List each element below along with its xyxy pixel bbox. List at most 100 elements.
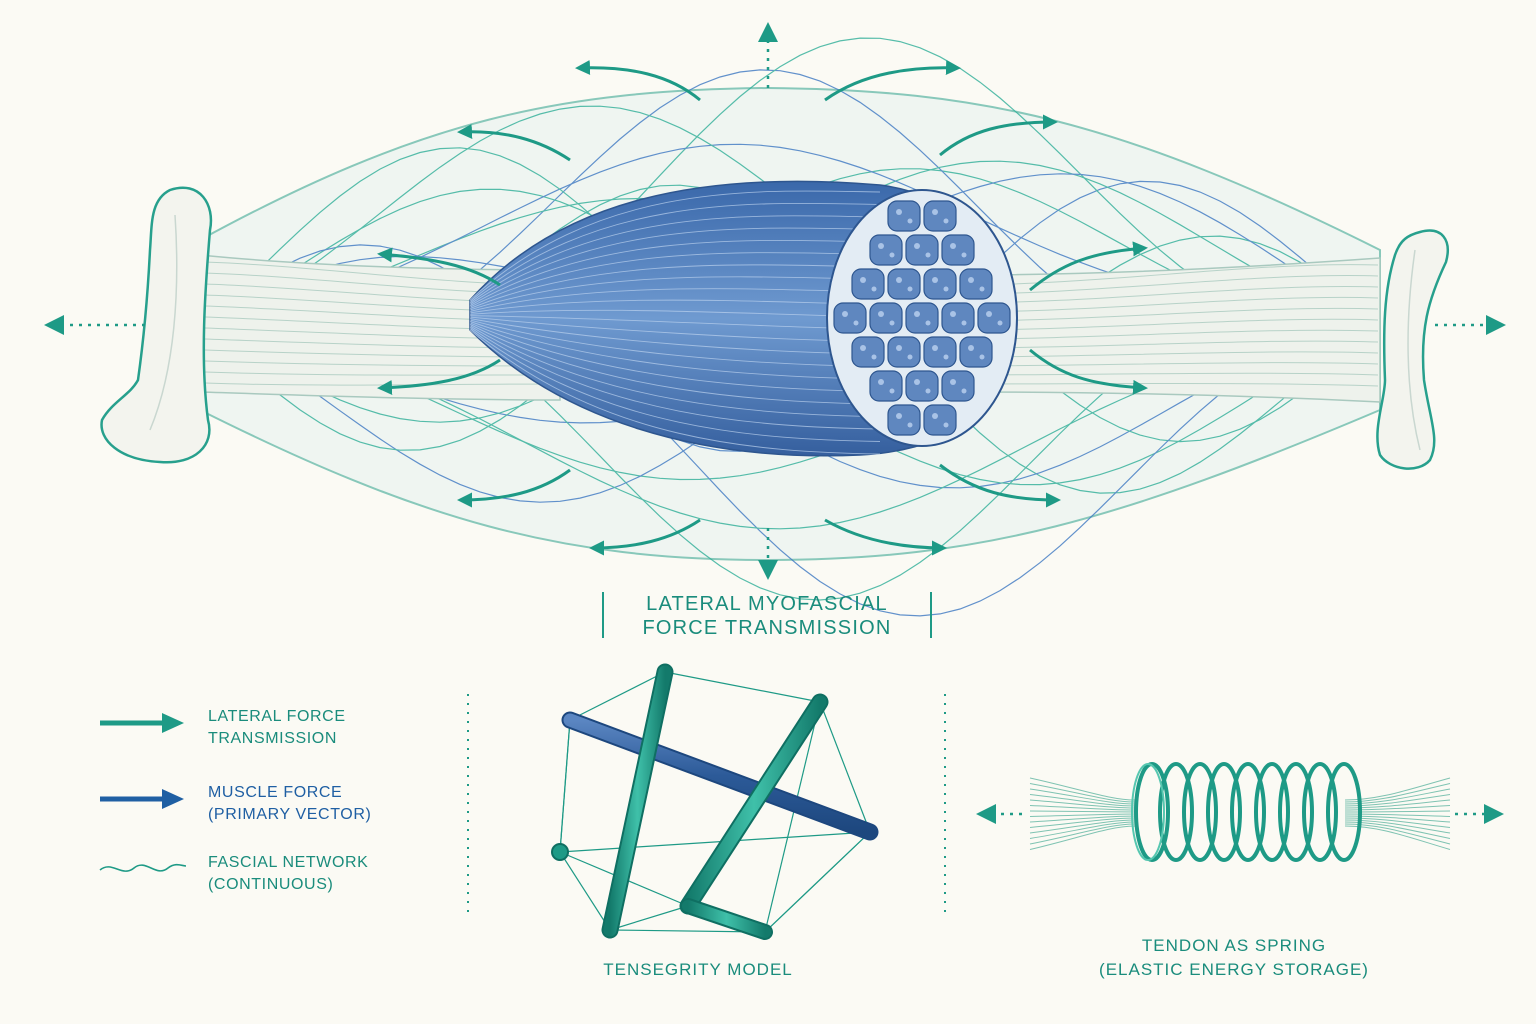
muscle-fiber: [469, 322, 881, 393]
muscle-fascicle: [959, 268, 993, 300]
muscle-fascicle-dot: [943, 218, 949, 224]
muscle-fascicle-dot: [997, 320, 1003, 326]
muscle-fascicle-dot: [914, 311, 920, 317]
tensegrity-cable: [569, 671, 666, 721]
muscle-fascicle-dot: [943, 286, 949, 292]
tendon-fiber: [959, 264, 1379, 286]
muscle-fascicle-dot: [943, 422, 949, 428]
muscle-fascicle-dot: [878, 311, 884, 317]
muscle-fascicle-dot: [896, 413, 902, 419]
muscle-fascicle: [959, 336, 993, 368]
muscle-fiber: [469, 318, 881, 355]
muscle-fascicle-dot: [979, 286, 985, 292]
spring-fiber: [1344, 788, 1451, 805]
muscle-fascicle-dot: [968, 345, 974, 351]
spring-coil: [1182, 762, 1218, 862]
muscle-fascicle-dot: [842, 311, 848, 317]
muscle-cross-section: [826, 189, 1018, 447]
muscle-fascicle-dot: [932, 345, 938, 351]
muscle-fascicle-dot: [889, 252, 895, 258]
muscle-fascicle-dot: [878, 243, 884, 249]
tendon-right: [959, 257, 1381, 403]
muscle-fascicle-dot: [871, 354, 877, 360]
muscle-fascicle-dot: [925, 320, 931, 326]
spring-coil: [1254, 762, 1290, 862]
muscle-fascicle-dot: [860, 345, 866, 351]
teal-arrow-icon: [100, 713, 184, 733]
spring-fiber: [1029, 777, 1136, 801]
title-line-2: FORCE TRANSMISSION: [642, 617, 892, 639]
muscle-fascicle: [887, 268, 921, 300]
muscle-fascicle-dot: [961, 388, 967, 394]
legend-label-line1: LATERAL FORCE: [208, 708, 346, 725]
spring-coil-highlight: [1131, 763, 1165, 861]
dotted-axial-arrows: [44, 22, 1506, 580]
spring-fiber: [1029, 825, 1136, 850]
spring-caption: TENDON AS SPRING (ELASTIC ENERGY STORAGE…: [1064, 934, 1404, 982]
muscle-fiber: [469, 328, 881, 442]
muscle-fascicle: [941, 302, 975, 334]
muscle-fascicle-dot: [860, 277, 866, 283]
spring-caption-line2: (ELASTIC ENERGY STORAGE): [1099, 960, 1369, 979]
muscle-fascicle: [869, 370, 903, 402]
lateral-arrow-inner-ur: [1029, 241, 1148, 292]
muscle-fascicle-dot: [871, 286, 877, 292]
muscle-fascicle-dot: [907, 218, 913, 224]
spring-fiber: [1029, 817, 1136, 828]
lateral-arrow-inner-lr: [1029, 348, 1148, 395]
muscle-fascicle: [905, 302, 939, 334]
legend-item-muscle-force: MUSCLE FORCE (PRIMARY VECTOR): [98, 776, 418, 828]
legend-item-lateral-force: LATERAL FORCE TRANSMISSION: [98, 700, 418, 752]
spring-fiber: [1029, 813, 1136, 817]
lateral-arrow-bottom-right: [824, 518, 947, 556]
spring-fiber: [1344, 783, 1451, 803]
muscle-fascicle-dot: [914, 243, 920, 249]
spring-fiber: [1344, 815, 1451, 823]
tendon-fiber: [959, 383, 1379, 387]
spring-coil: [1134, 762, 1170, 862]
bone-right: [1376, 229, 1449, 470]
muscle-fascicle-dot: [889, 320, 895, 326]
muscle-fascicle: [923, 404, 957, 436]
muscle-fascicle-dot: [896, 209, 902, 215]
muscle-fascicle: [923, 336, 957, 368]
spring-fiber: [1029, 821, 1136, 839]
spring-coil: [1326, 762, 1362, 862]
spring-fiber: [1029, 799, 1136, 809]
muscle-fiber: [469, 227, 881, 305]
spring-coil: [1302, 762, 1338, 862]
spring-fiber: [1344, 823, 1451, 845]
spring-fiber: [1029, 783, 1136, 803]
tensegrity-cable: [819, 701, 871, 833]
spring-coil: [1230, 762, 1266, 862]
spring-fiber: [1344, 817, 1451, 828]
muscle-fascicle-dot: [907, 354, 913, 360]
muscle-fascicle-dot: [943, 354, 949, 360]
muscle-fascicle: [905, 234, 939, 266]
muscle-fiber: [469, 215, 881, 304]
muscle-fascicle: [833, 302, 867, 334]
muscle-fiber: [469, 190, 881, 301]
muscle-fascicle: [923, 200, 957, 232]
legend-label-line2: TRANSMISSION: [208, 730, 337, 747]
muscle-fiber: [469, 202, 881, 302]
legend-item-fascial-network: FASCIAL NETWORK (CONTINUOUS): [98, 846, 418, 898]
spring-fiber: [1029, 815, 1136, 823]
spring-fiber: [1029, 819, 1136, 834]
muscle-fascicle-dot: [961, 320, 967, 326]
tendon-fiber: [959, 340, 1379, 349]
muscle-fiber: [469, 323, 881, 405]
spring-coil: [1278, 762, 1314, 862]
tensegrity-cable: [764, 831, 871, 933]
muscle-fascicle: [905, 370, 939, 402]
muscle-fascicle-dot: [907, 286, 913, 292]
outer-lateral-arrows: [457, 60, 1061, 556]
muscle-fascicle-dot: [979, 354, 985, 360]
muscle-fascicle-dot: [932, 277, 938, 283]
tendon-fiber: [959, 362, 1379, 367]
spring-fiber: [1344, 821, 1451, 839]
muscle-fascicle-dot: [968, 277, 974, 283]
muscle-fascicle: [941, 370, 975, 402]
tendon-fiber: [959, 372, 1379, 376]
